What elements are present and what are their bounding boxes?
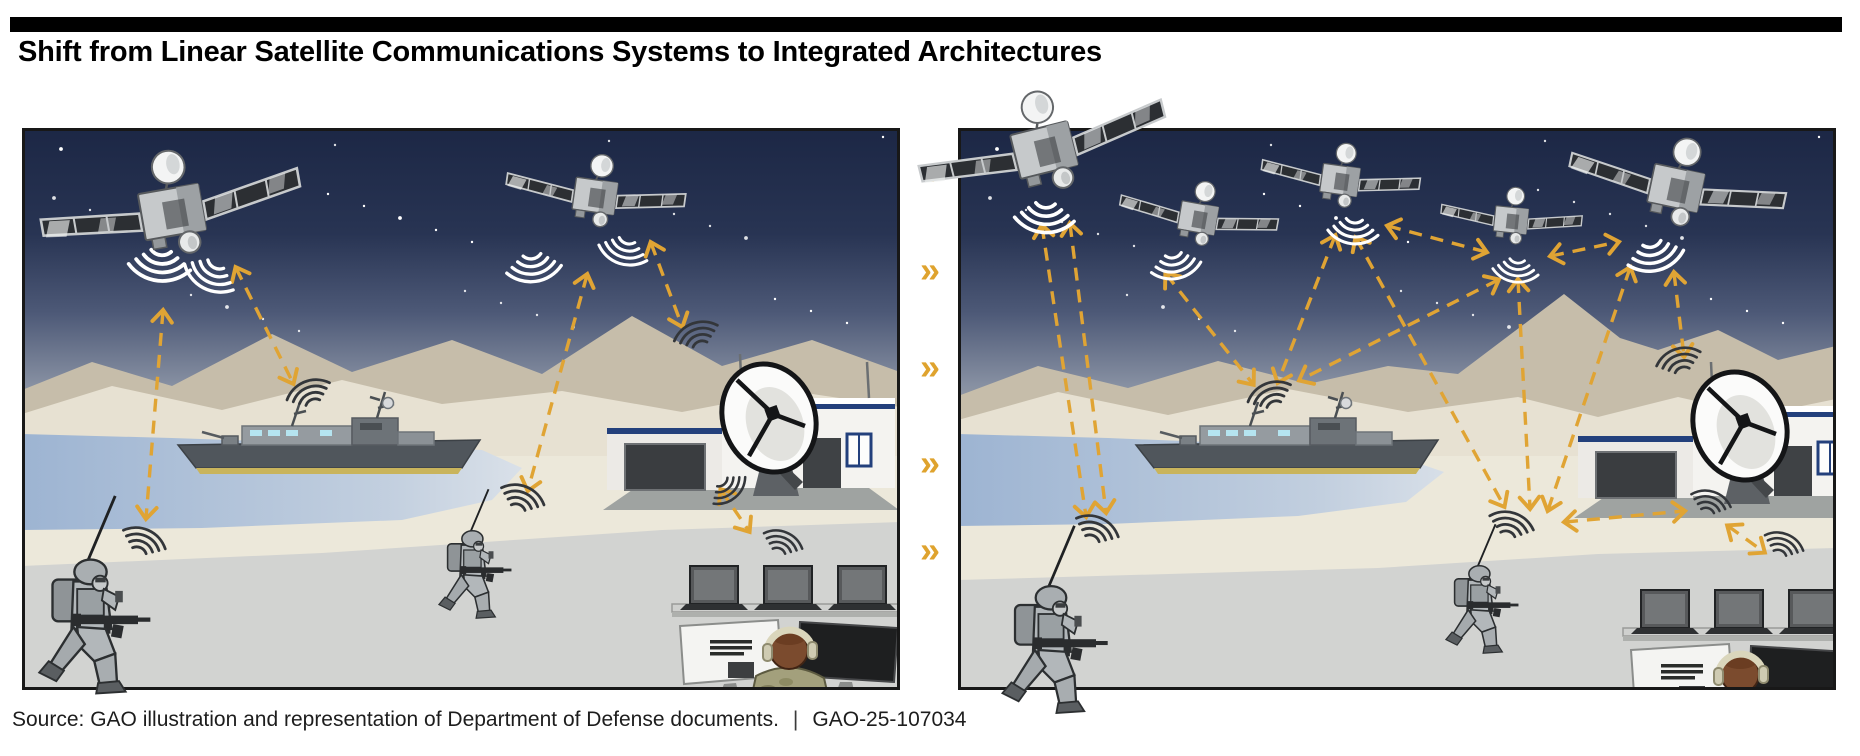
link-soldier-satellite — [519, 270, 596, 495]
linear-architecture-panel — [22, 127, 900, 695]
foreground-ground — [22, 522, 900, 690]
top-rule — [10, 17, 1842, 32]
page-title: Shift from Linear Satellite Communicatio… — [18, 36, 1102, 68]
panel-border — [22, 128, 900, 690]
chevron-right-icon: » — [919, 249, 941, 290]
link-arrows — [1032, 217, 1768, 556]
link-satellite-satellite — [1383, 217, 1491, 261]
panel-border — [958, 128, 1836, 690]
link-satellite-satellite — [1546, 232, 1623, 266]
source-line: Source: GAO illustration and representat… — [12, 708, 967, 732]
link-relay-ops — [1724, 522, 1768, 556]
link-soldier-satellite — [135, 306, 174, 523]
integrated-architecture-panel — [906, 61, 1836, 715]
link-satellite-ship — [1163, 270, 1256, 388]
chevron-right-icon: » — [919, 346, 941, 387]
report-id: GAO-25-107034 — [812, 708, 967, 731]
link-soldier-satellite — [1350, 234, 1510, 510]
foreground-ground — [958, 548, 1836, 690]
link-soldier-satellite — [1506, 275, 1542, 513]
source-text: Source: GAO illustration and representat… — [12, 708, 779, 731]
link-soldier-satellite — [1059, 219, 1117, 517]
link-soldier-relay — [1560, 500, 1689, 533]
operations-center-icon — [1623, 590, 1858, 728]
chevron-right-icon: » — [919, 529, 941, 570]
link-satellite-station — [1663, 268, 1695, 361]
separator: | — [792, 708, 799, 731]
chevron-right-icon: » — [919, 442, 941, 483]
link-satellite-station — [643, 239, 690, 330]
transition-chevrons: » » » » » — [902, 128, 958, 690]
